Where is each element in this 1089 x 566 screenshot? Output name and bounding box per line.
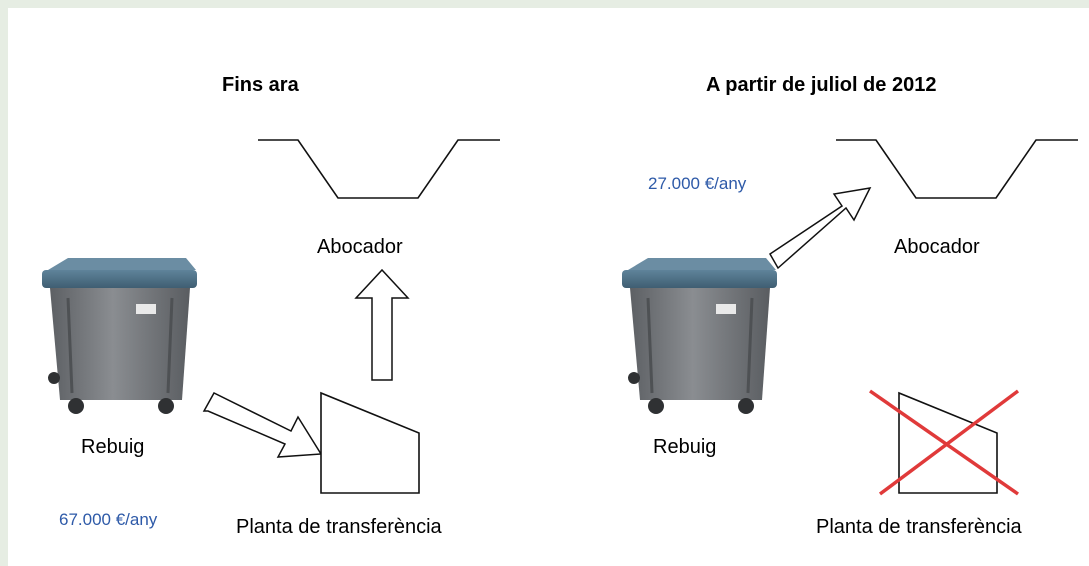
diagram-frame: Fins ara Abocador Rebuig 67.000 €/any Pl… [8,8,1089,566]
transfer-plant-label: Planta de transferència [236,516,442,538]
cost-label: 27.000 €/any [648,174,747,193]
transfer-plant-icon [320,391,420,494]
waste-bin-icon [42,258,197,414]
panel-before-title: Fins ara [222,74,299,96]
transfer-plant-label: Planta de transferència [816,516,1022,538]
cost-label: 67.000 €/any [59,510,158,529]
arrow-icon [202,392,323,458]
panel-after [622,139,1078,496]
cross-out-icon [869,389,1020,496]
arrow-icon [769,187,872,270]
waste-bin-icon [622,258,777,414]
panel-after-title: A partir de juliol de 2012 [706,74,937,96]
landfill-label: Abocador [894,236,980,258]
landfill-pit-icon [258,139,500,199]
landfill-pit-icon [836,139,1078,199]
diagram-canvas [42,139,1078,496]
bin-label: Rebuig [81,436,145,458]
landfill-label: Abocador [317,236,403,258]
bin-label: Rebuig [653,436,717,458]
panel-before [42,139,500,494]
arrow-icon [354,268,410,381]
